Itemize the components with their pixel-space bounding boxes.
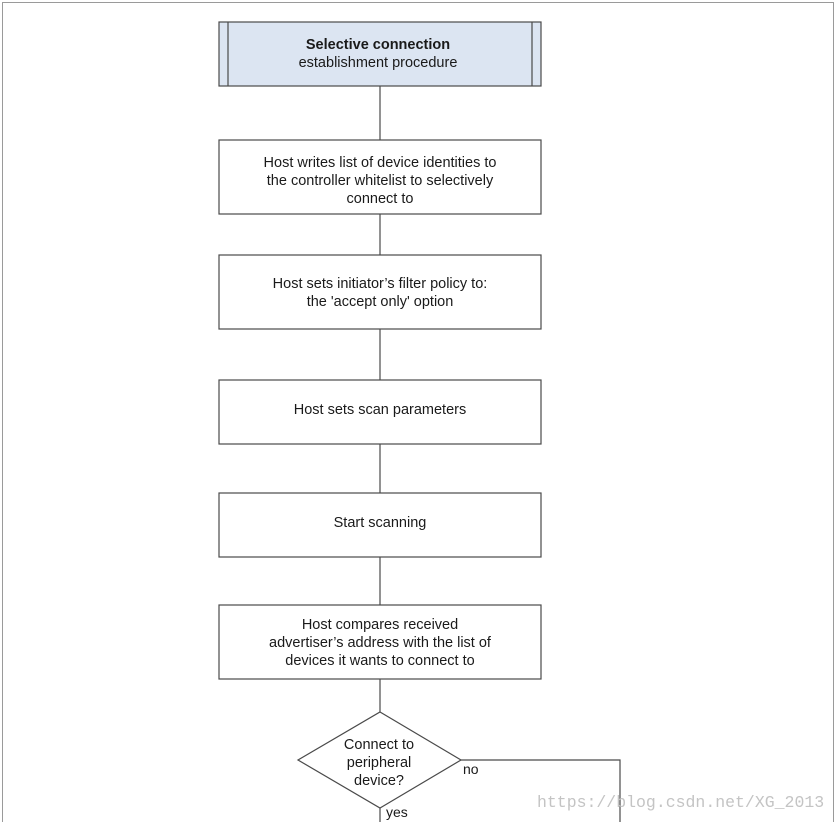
no-label: no (463, 761, 479, 777)
yes-label: yes (386, 804, 408, 820)
step-text-line: Start scanning (334, 515, 427, 531)
step-text-line: Host compares received (302, 617, 458, 633)
step-text-line: the 'accept only' option (307, 294, 454, 310)
start-box-title: Selective connection (306, 37, 450, 53)
step-text-line: Host sets initiator’s filter policy to: (273, 276, 488, 292)
step-text-line: connect to (347, 191, 414, 207)
start-box: Selective connection establishment proce… (218, 21, 542, 87)
step-box (218, 139, 542, 215)
step-start-scanning: Start scanning (218, 492, 542, 558)
step-box (218, 254, 542, 330)
step-box (218, 492, 542, 558)
step-text-line: Host sets scan parameters (294, 402, 466, 418)
decision-connect: Connect to peripheral device? (296, 711, 463, 809)
decision-text-line: peripheral (347, 755, 412, 771)
no-branch-line (461, 759, 621, 822)
step-box (218, 379, 542, 445)
step-compare-address: Host compares received advertiser’s addr… (218, 604, 542, 680)
watermark-text: https://blog.csdn.net/XG_2013 (537, 793, 824, 812)
start-box-shape (218, 21, 542, 87)
step-filter-policy: Host sets initiator’s filter policy to: … (218, 254, 542, 330)
decision-text-line: Connect to (344, 737, 414, 753)
step-text-line: devices it wants to connect to (285, 653, 474, 669)
step-text-line: the controller whitelist to selectively (267, 173, 494, 189)
step-write-whitelist: Host writes list of device identities to… (218, 139, 542, 215)
step-text-line: Host writes list of device identities to (264, 155, 497, 171)
step-box (218, 604, 542, 680)
step-scan-parameters: Host sets scan parameters (218, 379, 542, 445)
step-text-line: advertiser’s address with the list of (269, 635, 492, 651)
start-box-subtitle: establishment procedure (299, 55, 458, 71)
decision-text-line: device? (354, 773, 404, 789)
